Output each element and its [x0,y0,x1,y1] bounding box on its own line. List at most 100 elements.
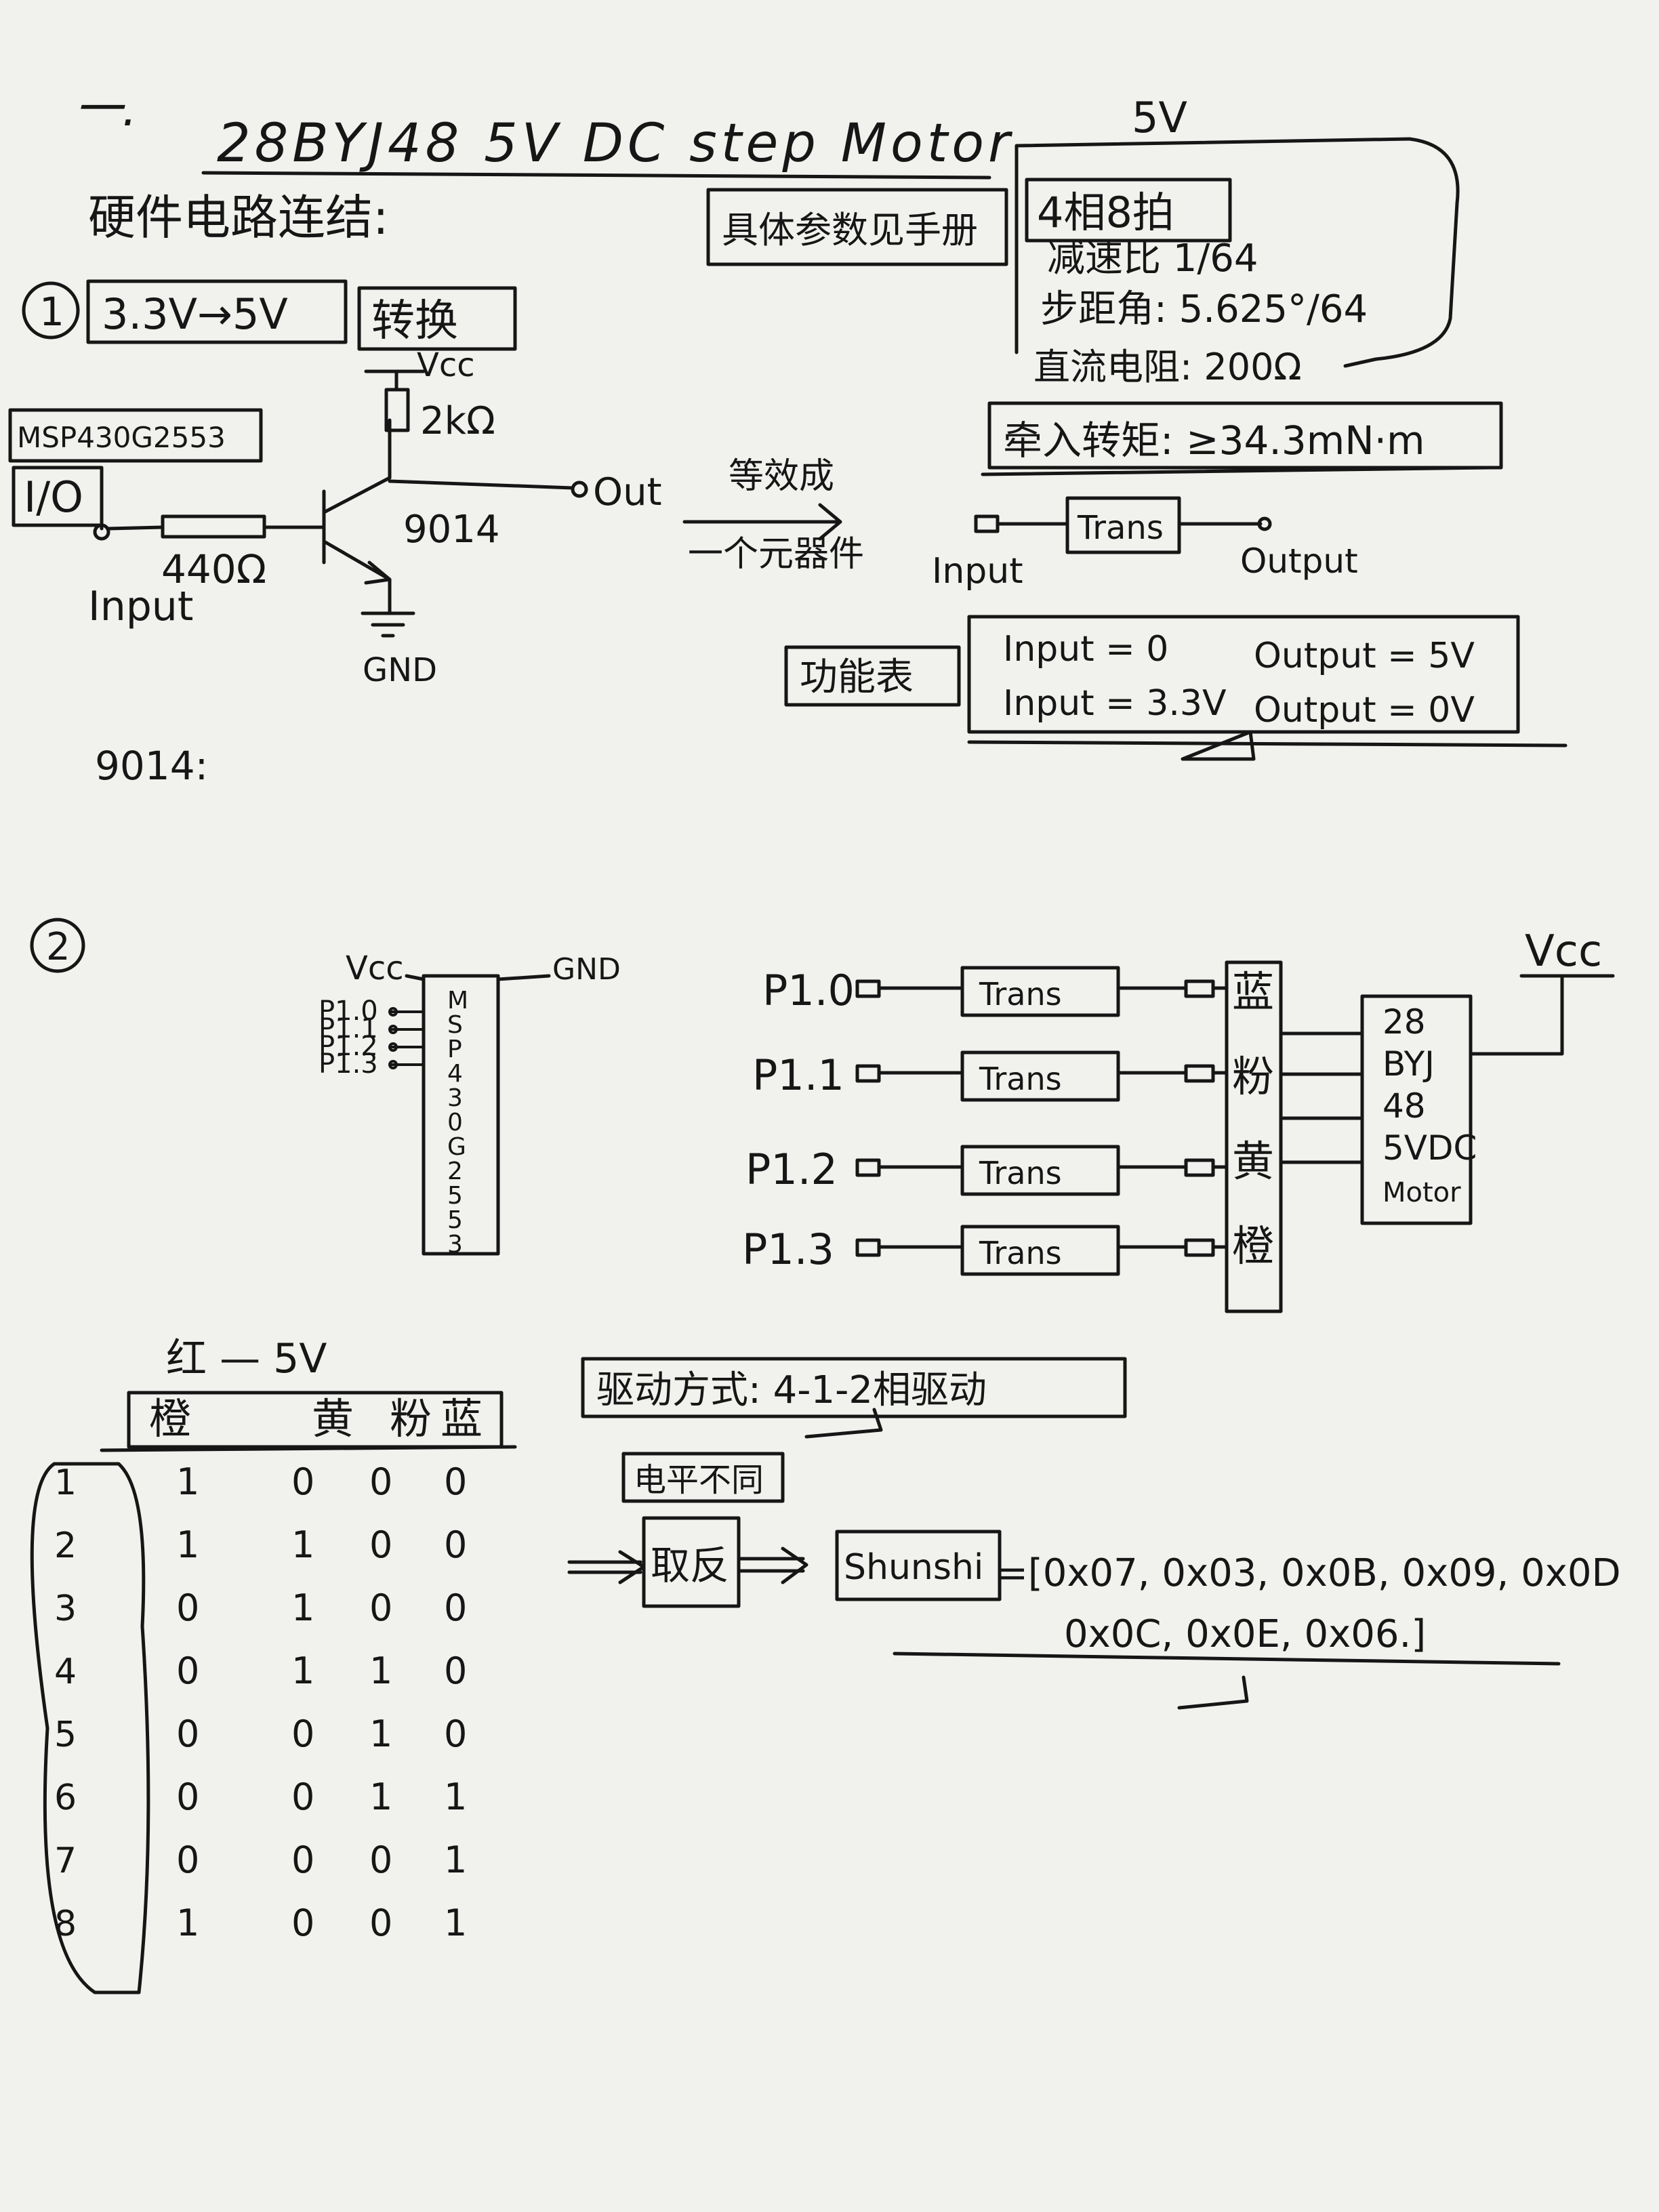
color-label: 蓝 [1232,967,1274,1017]
gnd-label: GND [363,651,437,689]
table-cell: 1 [291,1523,314,1566]
chip-letter: S [447,1011,463,1039]
convert-word: 转换 [371,296,458,346]
out-node [571,480,588,498]
table-cell: 0 [444,1650,467,1692]
chip-pin-letters: MSP430G2553 [447,987,468,1258]
section1-number-text: 1 [39,289,64,335]
table-header-col: 蓝 [441,1394,483,1443]
chip-label: MSP430G2553 [17,421,226,454]
table-cell: 0 [291,1713,314,1755]
trans-label: Trans [979,1155,1062,1191]
table-row-number: 8 [54,1904,77,1944]
trans-pin-label: P1.0 [762,966,855,1015]
trans-pin-label: P1.2 [745,1145,838,1194]
array-line1: =[0x07, 0x03, 0x0B, 0x09, 0x0D [996,1551,1621,1595]
table-cell: 0 [444,1586,467,1629]
block-input-label: Input [932,551,1023,592]
trans-box [960,1145,1120,1196]
block-trans: Trans [1077,509,1164,547]
convert-word-box [357,286,517,351]
convert-box [86,279,348,344]
chip-pin-label: P1.3 [319,1048,378,1080]
motor-label: BYJ [1382,1044,1435,1084]
chip-letter: 4 [447,1060,463,1088]
trans-label: Trans [979,1061,1062,1097]
color-label: 粉 [1232,1052,1274,1101]
chip-letter: 3 [447,1231,463,1258]
chip-pins: P1.0P1.1P1.2P1.3 [319,996,425,1080]
table-cell: 1 [444,1776,467,1818]
func-row1-out: Output = 5V [1254,636,1475,676]
array-name-box [835,1530,1002,1601]
table-cell: 0 [369,1839,392,1881]
table-row-number: 7 [54,1841,77,1881]
section2-number-text: 2 [46,925,70,969]
note-9014: 9014: [95,743,208,789]
block-output-label: Output [1240,541,1358,581]
array-name: Shunshi [844,1547,983,1588]
circuit-label-box [621,1452,785,1503]
table-row-number: 3 [54,1589,77,1629]
block-output-node [1257,516,1272,531]
section2-marker [30,918,85,973]
chip-letter: 0 [447,1109,463,1136]
chip-letter: P [447,1036,462,1063]
table-row-number: 4 [54,1652,77,1692]
chip-pin-label: P1.1 [319,1013,378,1044]
table-cell: 0 [176,1839,199,1881]
drive-method: 驱动方式: 4-1-2相驱动 [596,1368,987,1412]
spec-note: 具体参数见手册 [722,209,978,251]
chip-pin-label: P1.2 [319,1031,378,1062]
table-cell: 1 [291,1650,314,1692]
table-cell: 1 [444,1839,467,1881]
table-cell: 0 [176,1713,199,1755]
chip-letter: 2 [447,1158,463,1185]
convert-label: 3.3V→5V [102,289,288,339]
motor-box [1360,994,1473,1225]
table-cell: 1 [176,1460,199,1503]
emitter-arrow [364,560,392,585]
trans-label: Trans [979,976,1062,1012]
motor-label: 48 [1382,1086,1426,1126]
table-header-underline [100,1445,517,1452]
func-label: 功能表 [800,655,914,699]
table-cell: 1 [369,1650,392,1692]
subtitle: 硬件电路连结: [88,190,389,245]
spec-phase: 4相8拍 [1037,188,1174,237]
transistor-collector [323,418,392,514]
header-dash: 一. [75,81,137,137]
equivalent-bottom: 一个元器件 [688,534,864,575]
array-line2: 0x0C, 0x0E, 0x06.] [1064,1612,1426,1656]
table-cell: 0 [369,1523,392,1566]
trans-pin-label: P1.3 [742,1225,834,1274]
table-cell: 0 [444,1713,467,1755]
array-mark [1177,1675,1249,1710]
spec-note-box [706,188,1008,266]
table-cell: 0 [176,1586,199,1629]
out-wire [388,479,575,490]
func-row2-out: Output = 0V [1254,690,1475,731]
table-cell: 0 [444,1523,467,1566]
table-row-number: 2 [54,1525,77,1566]
func-row2-in: Input = 3.3V [1003,683,1227,724]
table-cell: 0 [176,1650,199,1692]
resistor-top [384,388,410,432]
negate-label: 取反 [651,1542,729,1589]
table-cell: 1 [444,1902,467,1944]
negate-box [642,1516,741,1608]
chip-pin-node [388,1042,398,1052]
table-cell: 0 [369,1902,392,1944]
page-title: 28BYJ48 5V DC step Motor [217,113,1014,174]
gnd-symbol [361,611,415,638]
trans-label: Trans [979,1235,1062,1271]
spec-voltage: 5V [1132,93,1187,142]
func-label-box [784,645,961,707]
table-cell: 0 [369,1586,392,1629]
spec-torque: 牵入转矩: ≥34.3mN·m [1003,417,1425,464]
drive-method-box [581,1357,1127,1418]
chip-letter: G [447,1133,466,1161]
